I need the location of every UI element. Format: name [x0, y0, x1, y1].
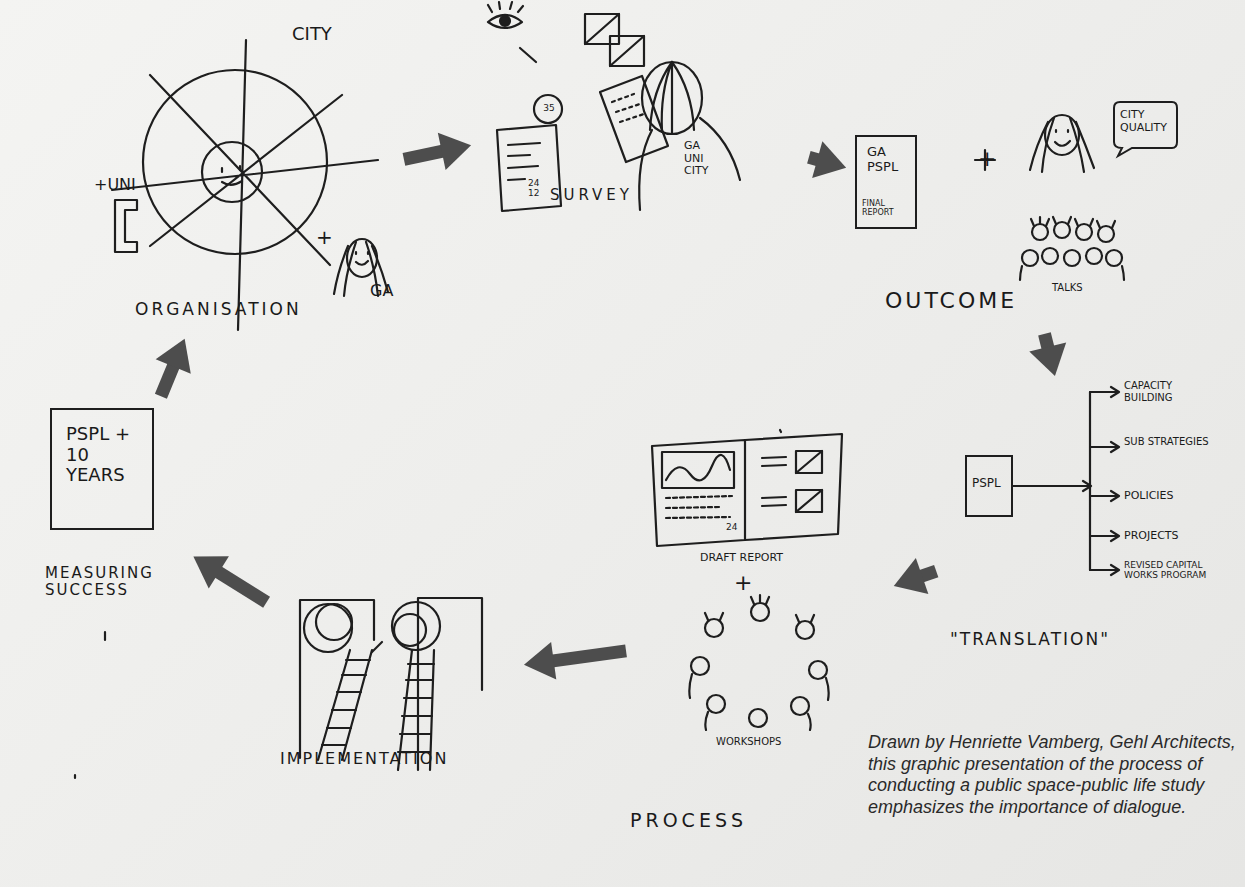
- stage-group: ORGANISATION: [90, 50, 400, 335]
- node-text: CITY QUALITY: [1120, 109, 1174, 134]
- sketch-label: WORKSHOPS: [716, 736, 816, 748]
- stage-group: SURVEY: [475, 5, 805, 215]
- speech-bubble: CITY QUALITY: [1112, 100, 1178, 156]
- sketch-label: PROJECTS: [1124, 530, 1219, 543]
- sketch-label: +UNI: [94, 176, 164, 194]
- stage-group: IMPLEMENTATION: [270, 590, 520, 775]
- arrow-head: [438, 133, 471, 170]
- pencil-dot: [75, 430, 781, 778]
- sketch-label: CITY: [292, 24, 362, 45]
- sketch-label: GA UNI CITY: [684, 140, 716, 178]
- process-sketch: [652, 434, 842, 730]
- stage-group: "TRANSLATION" PSPL: [940, 380, 1240, 655]
- arrow-head: [193, 556, 229, 588]
- stage-arrow: [524, 642, 626, 680]
- node-text: PSPL: [972, 477, 1012, 491]
- node-text: SURVEY: [550, 187, 700, 204]
- sketch-label: SUB STRATEGIES: [1124, 436, 1219, 448]
- sketch-label: DRAFT REPORT: [700, 552, 830, 565]
- node-text: ORGANISATION: [135, 300, 395, 320]
- survey-sketch: [488, 2, 740, 211]
- node-text: "TRANSLATION": [950, 630, 1190, 650]
- node-text: PSPL + 10 YEARS: [66, 424, 142, 486]
- arrow-head: [894, 558, 929, 594]
- outcome-sketch: [975, 115, 1124, 280]
- caption: Drawn by Henriette Vamberg, Gehl Archite…: [868, 732, 1240, 818]
- bubble-path: [1114, 102, 1177, 156]
- node-text: MEASURING SUCCESS: [45, 565, 170, 600]
- pspl-box: PSPL: [965, 455, 1013, 517]
- sketch-label: REVISED CAPITAL WORKS PROGRAM: [1124, 560, 1224, 581]
- arrow-shaft: [214, 569, 267, 602]
- pspl-box: PSPL + 10 YEARS: [50, 408, 154, 530]
- report-box: GA PSPL FINAL REPORT: [855, 135, 917, 229]
- sketch-label: POLICIES: [1124, 490, 1219, 503]
- arrow-head: [812, 141, 846, 178]
- arrow-head: [524, 642, 556, 680]
- node-text: IMPLEMENTATION: [280, 750, 520, 768]
- sketch-label: +: [978, 146, 998, 171]
- stage-arrow: [193, 556, 266, 602]
- node-text: FINAL REPORT: [862, 199, 910, 217]
- node-text: GA PSPL: [867, 145, 909, 175]
- stage-group: OUTCOMEGA PSPLFINAL REPORTCITY QUALITY: [850, 100, 1180, 330]
- stage-arrow: [894, 558, 936, 594]
- sketch-label: +: [316, 226, 336, 249]
- sketch-label: 35: [538, 103, 560, 113]
- translation-branches: [1013, 387, 1119, 575]
- arrow-head: [1029, 342, 1066, 376]
- stage-group: MEASURING SUCCESS PSPL + 10 YEARS: [40, 400, 190, 615]
- organisation-sketch: [112, 40, 388, 330]
- stage-group: PROCESS: [630, 420, 890, 845]
- stage-arrow: [809, 141, 846, 178]
- sketch-label: 24 12: [528, 178, 546, 199]
- stage-arrow: [1029, 334, 1066, 376]
- implementation-sketch: [300, 598, 482, 770]
- stage-arrow: [404, 133, 471, 170]
- arrow-shaft: [548, 651, 626, 662]
- stage-arrow: [156, 339, 191, 397]
- sketch-label: 24: [726, 522, 746, 532]
- arrow-shaft: [404, 150, 448, 159]
- node-text: PROCESS: [630, 810, 830, 832]
- sketch-label: TALKS: [1052, 282, 1112, 294]
- arrow-head: [156, 339, 191, 374]
- sketch-label: GA: [370, 282, 410, 300]
- sketch-label: +: [734, 570, 754, 595]
- sketch-label: CAPACITY BUILDING: [1124, 380, 1214, 403]
